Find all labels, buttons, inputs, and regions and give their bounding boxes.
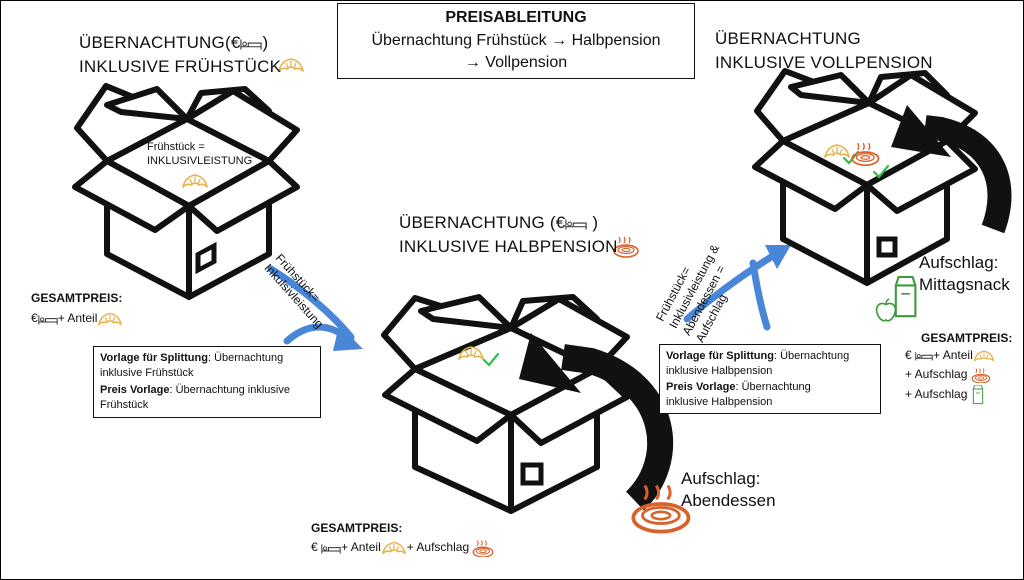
note-box-2: Vorlage für Splittung: Übernachtung inkl… <box>659 344 881 414</box>
bed-icon <box>565 218 588 230</box>
title-line-1: Übernachtung Frühstück → Halbpension <box>371 32 661 49</box>
stage2-title-line2: INKLUSIVE HALBPENSION <box>399 237 618 256</box>
title-line-2: → Vollpension <box>464 54 568 71</box>
bed-icon <box>38 314 58 325</box>
pasta-icon <box>971 367 991 383</box>
curved-arrow-icon-blue-1 <box>267 265 363 351</box>
bed-icon <box>321 543 341 554</box>
bed-icon <box>240 38 263 50</box>
box2-label-square <box>520 462 544 486</box>
stage2-surcharge-line1: Aufschlag: <box>681 469 761 488</box>
stage2-total-label: GESAMTPREIS: <box>311 521 403 535</box>
stage1-title-line2: INKLUSIVE FRÜHSTÜCK <box>79 57 282 76</box>
snack-bag-icon <box>894 275 917 318</box>
open-box-icon-3 <box>752 68 978 286</box>
stage3-title-line1: ÜBERNACHTUNG <box>715 29 861 48</box>
stage3-total-line2: + Aufschlag <box>905 367 991 383</box>
stage1-inner-line2: INKLUSIVLEISTUNG <box>147 155 253 167</box>
box1-label-square <box>195 241 217 275</box>
bed-icon <box>915 351 933 361</box>
open-box-icon-2 <box>381 294 630 514</box>
stage2-surcharge-line2: Abendessen <box>681 491 776 510</box>
stage3-total-line1: € + Anteil <box>905 348 995 363</box>
curved-arrow-icon-black-3 <box>891 105 1012 234</box>
box3-label-square <box>876 236 898 258</box>
stage3-total-label: GESAMTPREIS: <box>921 331 1013 345</box>
stage3-title-line2: INKLUSIVE VOLLPENSION <box>715 53 933 72</box>
croissant-icon <box>381 541 406 555</box>
note-box-1: Vorlage für Splittung: Übernachtung inkl… <box>93 346 321 418</box>
apple-icon <box>875 298 897 322</box>
stage2-total-formula: € + Anteil+ Aufschlag <box>311 539 494 557</box>
stage1-total-formula: €+ Anteil <box>31 311 123 327</box>
curved-arrow-icon-black-2 <box>519 333 674 511</box>
title-heading: PREISABLEITUNG <box>445 9 587 26</box>
stage1-title-line1: ÜBERNACHTUNG(€) <box>79 33 269 52</box>
snack-bag-icon <box>972 385 983 405</box>
stage3-surcharge-line2: Mittagsnack <box>919 275 1010 294</box>
stage1-inner-line1: Frühstück = <box>147 141 205 153</box>
croissant-icon <box>278 58 304 72</box>
stage3-surcharge-line1: Aufschlag: <box>919 253 999 272</box>
title-box: PREISABLEITUNG Übernachtung Frühstück → … <box>337 3 695 79</box>
stage3-total-line3: + Aufschlag <box>905 385 985 405</box>
stage1-total-label: GESAMTPREIS: <box>31 291 123 305</box>
croissant-icon <box>973 350 994 362</box>
curved-arrow-icon-blue-2 <box>683 245 791 331</box>
pasta-icon <box>472 539 494 557</box>
croissant-icon <box>98 312 123 326</box>
stage2-title-line1: ÜBERNACHTUNG (€ ) <box>399 213 599 232</box>
open-box-icon-1 <box>72 83 300 300</box>
